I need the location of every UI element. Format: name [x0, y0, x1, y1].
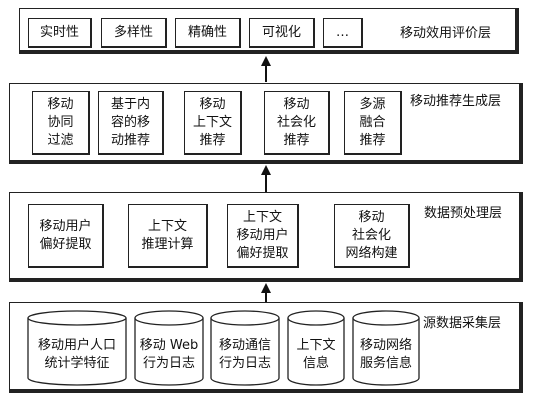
eval-item-accuracy: 精确性 — [175, 18, 241, 48]
database-cylinder-web-log — [134, 310, 204, 386]
gen-item-content-based: 基于内 容的移 动推荐 — [98, 91, 164, 155]
gen-item-social: 移动 社会化 推荐 — [264, 91, 330, 155]
collection-item-comm-log: 移动通信 行为日志 — [218, 338, 271, 371]
gen-item-context: 移动 上下文 推荐 — [184, 91, 242, 155]
pre-item-context-user-pref: 上下文 移动用户 偏好提取 — [227, 204, 299, 268]
gen-item-multisource: 多源 融合 推荐 — [344, 91, 402, 155]
preprocess-layer-label: 数据预处理层 — [424, 206, 503, 221]
database-cylinder-context-info — [287, 310, 345, 386]
gen-item-collab-filter: 移动 协同 过滤 — [32, 91, 90, 155]
collection-item-demographics: 移动用户人口 统计学特征 — [37, 338, 116, 371]
collection-layer-label: 源数据采集层 — [423, 316, 502, 331]
pre-item-user-pref: 移动用户 偏好提取 — [28, 204, 104, 268]
eval-item-diversity: 多样性 — [101, 18, 167, 48]
eval-item-visualization: 可视化 — [249, 18, 315, 48]
evaluation-layer-label: 移动效用评价层 — [400, 26, 492, 41]
collection-item-web-log: 移动 Web 行为日志 — [139, 338, 199, 371]
database-cylinder-demographics — [27, 310, 127, 386]
collection-item-network-service: 移动网络 服务信息 — [359, 338, 412, 371]
database-cylinder-network-service — [352, 310, 420, 386]
eval-item-ellipsis: … — [323, 18, 363, 48]
pre-item-context-reasoning: 上下文 推理计算 — [128, 204, 208, 268]
pre-item-social-network: 移动 社会化 网络构建 — [334, 204, 410, 268]
eval-item-realtime: 实时性 — [28, 18, 92, 48]
collection-item-context-info: 上下文 信息 — [296, 338, 336, 371]
generation-layer-label: 移动推荐生成层 — [410, 94, 502, 109]
database-cylinder-comm-log — [210, 310, 280, 386]
